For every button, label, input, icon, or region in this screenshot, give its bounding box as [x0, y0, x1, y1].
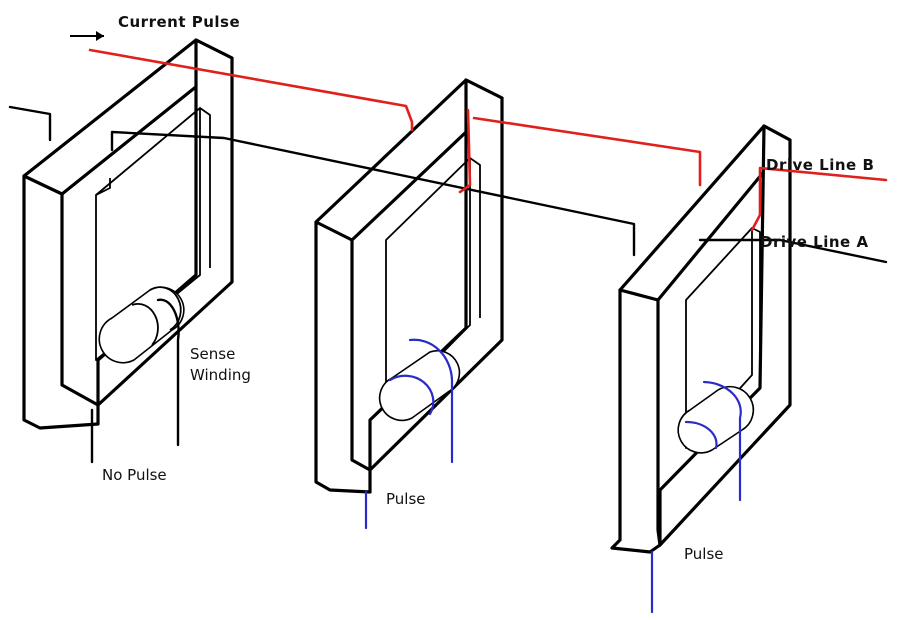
core-2: [314, 78, 504, 494]
core-3-right: [658, 124, 792, 547]
pulse-label-core-3: Pulse: [684, 545, 724, 563]
core-3-window-depth: [751, 227, 761, 368]
core-3: [610, 124, 792, 554]
core-3-window: [685, 227, 753, 449]
current-pulse-label: Current Pulse: [118, 13, 240, 31]
core-1-front: [22, 166, 100, 430]
drive-line-a-label: Drive Line A: [760, 233, 869, 251]
core-2-coil: [378, 349, 461, 422]
core-1-window: [95, 107, 201, 361]
no-pulse-label: No Pulse: [102, 466, 167, 484]
core-3-front: [610, 280, 662, 554]
core-2-window: [385, 157, 471, 411]
sense-winding-core-2: [364, 338, 454, 530]
pulse-label-core-2: Pulse: [386, 490, 426, 508]
core-1-coil-band: [131, 286, 182, 346]
core-2-window-depth: [469, 157, 481, 318]
core-2-front: [314, 212, 372, 494]
core-1: [22, 38, 234, 430]
current-pulse-arrow: [70, 31, 104, 41]
core-3-coil: [677, 385, 755, 454]
drive-line-b: [88, 48, 888, 232]
sense-winding-core-1: [90, 298, 180, 464]
core-1-right: [96, 38, 234, 407]
core-1-coil: [98, 286, 185, 364]
drive-line-a: [8, 105, 888, 264]
sense-winding-label-line1: Sense: [190, 345, 235, 363]
drive-line-b-label: Drive Line B: [766, 156, 874, 174]
core-1-window-depth: [95, 107, 211, 268]
sense-winding-label-line2: Winding: [190, 366, 251, 384]
sense-winding-core-3: [650, 380, 742, 614]
